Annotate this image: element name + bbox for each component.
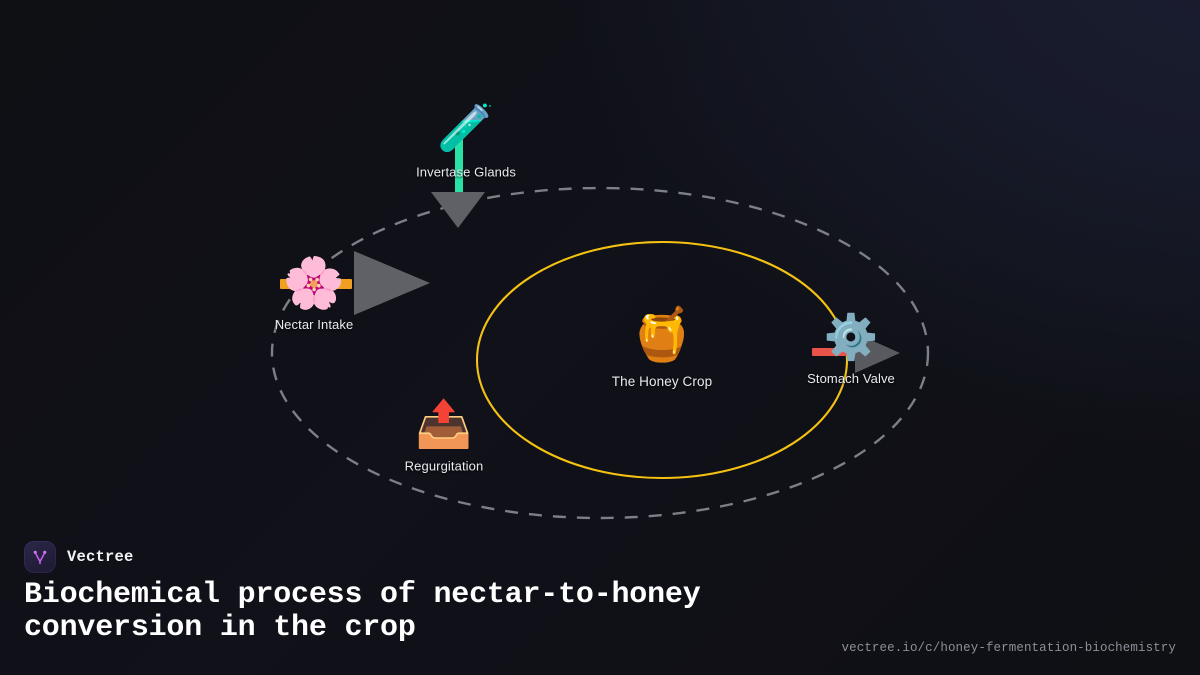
diagram-node-label: Invertase Glands bbox=[416, 164, 516, 180]
diagram-node-label: The Honey Crop bbox=[611, 374, 713, 389]
stomach-valve-arrow-icon bbox=[855, 333, 900, 373]
diagram-node-label: Stomach Valve bbox=[807, 371, 895, 386]
diagram-node-label: Nectar Intake bbox=[274, 317, 354, 332]
diagram-node-the-honey-crop[interactable]: 🍯 The Honey Crop bbox=[612, 309, 712, 389]
brand[interactable]: Vectree bbox=[24, 541, 134, 573]
source-url: vectree.io/c/honey-fermentation-biochemi… bbox=[841, 641, 1176, 655]
invertase-glands-arrow-icon bbox=[431, 192, 485, 228]
diagram-node-stomach-valve[interactable]: ⚙️ Stomach Valve bbox=[807, 312, 895, 387]
diagram-node-nectar-intake[interactable]: 🌸 Nectar Intake bbox=[275, 258, 354, 332]
diagram-vector-layer bbox=[270, 133, 930, 520]
honey-pot-icon: 🍯 bbox=[629, 305, 695, 365]
honey-crop-ring bbox=[475, 240, 849, 480]
gear-icon: ⚙️ bbox=[823, 312, 879, 363]
footer: Vectree Biochemical process of nectar-to… bbox=[0, 528, 1200, 675]
test-tube-icon: 🧪 bbox=[437, 100, 495, 155]
nectar-intake-arrow-icon bbox=[354, 251, 430, 315]
stomach-valve-bar bbox=[812, 348, 856, 356]
vectree-branch-logo-icon bbox=[24, 541, 56, 573]
brand-name: Vectree bbox=[67, 548, 134, 566]
bee-crop-boundary bbox=[270, 186, 930, 520]
page-title: Biochemical process of nectar-to-honey c… bbox=[24, 578, 701, 645]
diagram-stage: 🌸 Nectar Intake 🧪 Invertase Glands 🍯 The… bbox=[270, 105, 930, 520]
invertase-glands-bar bbox=[455, 133, 463, 195]
diagram-node-regurgitation[interactable]: 📤 Regurgitation bbox=[405, 401, 484, 474]
nectar-intake-bar bbox=[280, 279, 352, 289]
cherry-blossom-icon: 🌸 bbox=[282, 254, 346, 312]
diagram-node-invertase-glands[interactable]: 🧪 Invertase Glands bbox=[416, 105, 516, 180]
diagram-node-label: Regurgitation bbox=[404, 458, 484, 474]
outbox-tray-icon: 📤 bbox=[415, 396, 473, 451]
